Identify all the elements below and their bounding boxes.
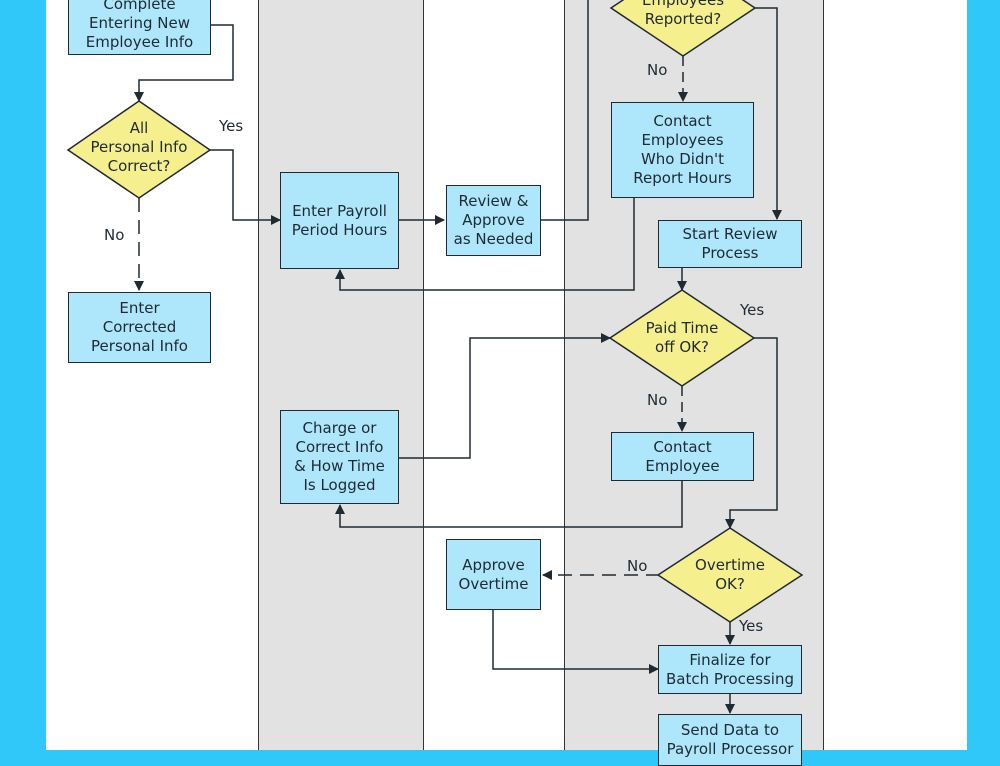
edge-label-pto-yes: Yes xyxy=(740,301,765,319)
decision-overtime-label: Overtime OK? xyxy=(695,556,765,593)
process-contact-employee: Contact Employee xyxy=(611,432,754,481)
process-enter-corrected: Enter Corrected Personal Info xyxy=(68,292,211,363)
edge-label-personal-no: No xyxy=(104,226,125,244)
decision-paid-time-off xyxy=(608,289,756,387)
edge-label-overtime-yes: Yes xyxy=(739,617,764,635)
edge-personal-yes xyxy=(210,149,281,225)
connectors xyxy=(66,0,804,714)
swimlane-2 xyxy=(258,0,424,750)
process-review-approve: Review & Approve as Needed xyxy=(446,185,541,256)
edge-label-overtime-no: No xyxy=(627,557,648,575)
lane-divider-3 xyxy=(423,0,424,750)
left-border xyxy=(0,0,46,750)
process-send-data: Send Data to Payroll Processor xyxy=(658,714,802,766)
edge-contact-to-payroll xyxy=(335,198,635,291)
decision-employees-reported xyxy=(609,0,757,57)
decision-employees-reported-label: Employees Reported? xyxy=(641,0,725,28)
decision-paid-time-off-label: Paid Time off OK? xyxy=(645,319,719,356)
edge-charge-to-pto xyxy=(399,333,611,459)
edge-complete-to-decision xyxy=(134,24,234,102)
process-enter-payroll-hours: Enter Payroll Period Hours xyxy=(280,172,399,269)
edge-review-to-reported xyxy=(541,0,589,221)
decision-personal-info xyxy=(66,100,212,199)
edge-approve-to-finalize xyxy=(492,610,659,674)
process-finalize-batch: Finalize for Batch Processing xyxy=(658,645,802,694)
decision-personal-info-label: All Personal Info Correct? xyxy=(90,118,188,175)
edge-label-pto-no: No xyxy=(647,391,668,409)
edge-pto-yes xyxy=(725,337,778,529)
edge-label-personal-yes: Yes xyxy=(219,117,244,135)
edge-reported-yes xyxy=(755,7,782,220)
process-charge-correct: Charge or Correct Info & How Time Is Log… xyxy=(280,410,399,504)
right-border xyxy=(967,0,1000,750)
process-complete-entering: Complete Entering New Employee Info xyxy=(68,0,211,55)
edge-contact-to-charge xyxy=(335,481,683,528)
process-contact-employees: Contact Employees Who Didn't Report Hour… xyxy=(611,102,754,198)
process-approve-overtime: Approve Overtime xyxy=(446,539,541,610)
process-start-review: Start Review Process xyxy=(658,220,802,268)
decision-overtime xyxy=(656,527,804,623)
edge-label-reported-no: No xyxy=(647,61,668,79)
